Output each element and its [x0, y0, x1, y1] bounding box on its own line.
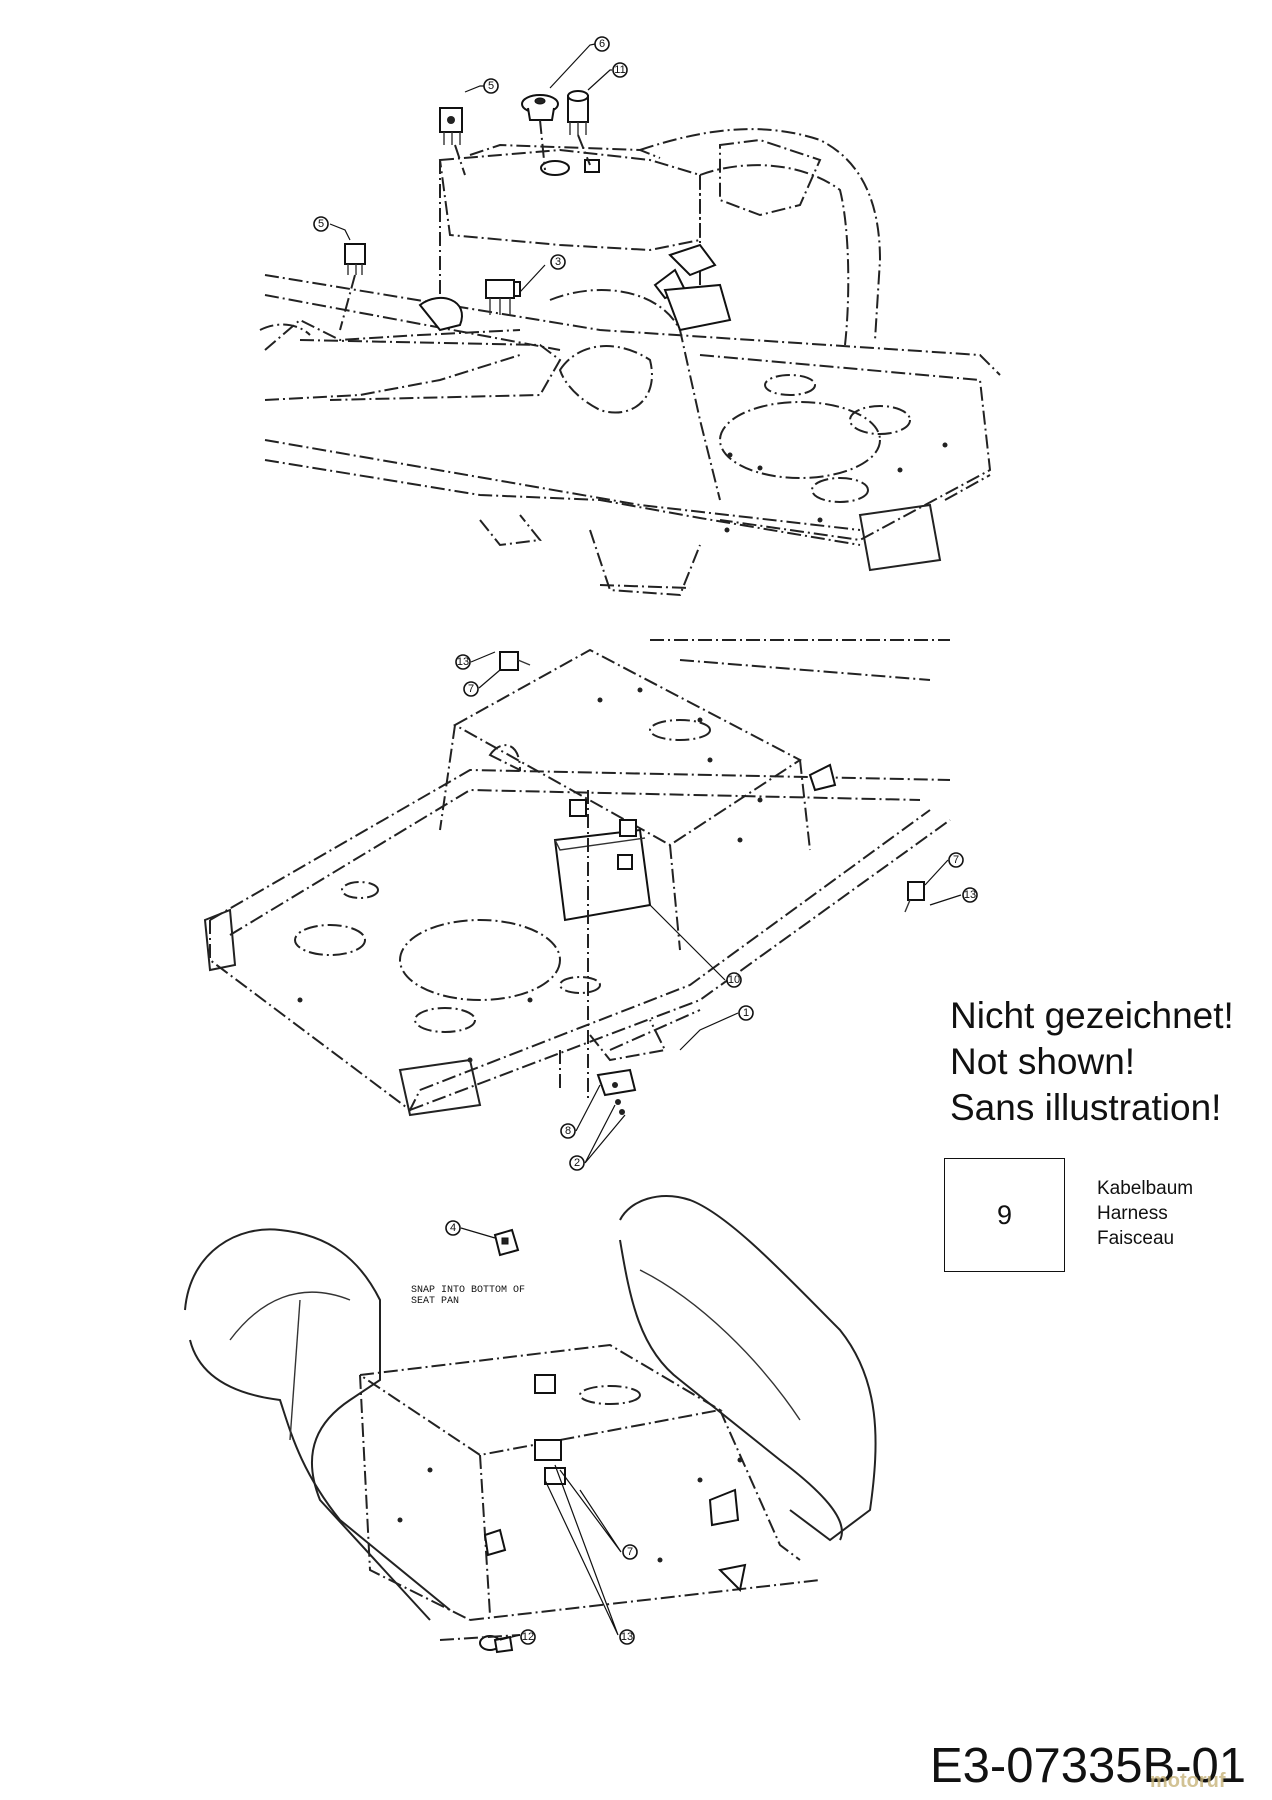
switch-part-11 — [567, 90, 589, 135]
switch-part-7-top — [499, 651, 531, 671]
callout-5-left: 5 — [313, 216, 351, 241]
harness-label-en: Harness — [1097, 1203, 1168, 1224]
svg-text:10: 10 — [728, 974, 740, 986]
callout-7-top: 7 — [463, 669, 501, 697]
switch-part-4 — [493, 1228, 520, 1257]
bracket-part-8 — [596, 1068, 637, 1115]
svg-text:5: 5 — [318, 218, 324, 230]
callout-13-bottom: 13 — [544, 1464, 635, 1645]
harness-label-fr: Faisceau — [1097, 1228, 1175, 1249]
harness-part-number: 9 — [996, 1199, 1013, 1230]
svg-text:12: 12 — [522, 1631, 534, 1643]
callout-7-bottom: 7 — [559, 1469, 638, 1560]
svg-text:5: 5 — [488, 80, 494, 92]
not-shown-note-de: Nicht gezeichnet! — [950, 995, 1234, 1036]
ignition-part-6 — [521, 94, 559, 121]
harness-part-box: 9 — [944, 1158, 1065, 1272]
callout-5-top: 5 — [464, 78, 499, 94]
watermark-logo: motoruf — [1150, 1770, 1226, 1792]
drawing-code: E3-07335B-01 — [930, 1739, 1247, 1793]
callout-8: 8 — [560, 1084, 601, 1139]
not-shown-note-fr: Sans illustration! — [950, 1087, 1222, 1128]
upper-frame-assembly — [259, 128, 1001, 597]
middle-frame-assembly — [203, 639, 951, 1117]
svg-text:13: 13 — [621, 1631, 633, 1643]
svg-text:4: 4 — [450, 1222, 456, 1234]
callout-4: 4 — [445, 1220, 496, 1239]
svg-text:1: 1 — [743, 1007, 749, 1019]
svg-text:6: 6 — [599, 38, 605, 50]
callout-12: 12 — [499, 1629, 536, 1645]
callout-7-right: 7 — [924, 852, 964, 886]
svg-text:8: 8 — [565, 1125, 571, 1137]
callout-1: 1 — [679, 1005, 754, 1051]
lower-fender-assembly — [184, 1195, 877, 1654]
svg-text:7: 7 — [953, 854, 959, 866]
snap-note-line-1: SNAP INTO BOTTOM OF — [411, 1285, 525, 1296]
callout-11: 11 — [587, 62, 628, 91]
callout-2: 2 — [569, 1104, 626, 1171]
callout-13-top: 13 — [455, 651, 496, 670]
svg-text:11: 11 — [614, 64, 625, 76]
not-shown-note-en: Not shown! — [950, 1041, 1136, 1082]
switch-part-5a — [439, 107, 463, 145]
svg-text:7: 7 — [468, 683, 474, 695]
svg-text:3: 3 — [555, 256, 561, 268]
callout-13-right: 13 — [929, 887, 978, 906]
switch-part-5b — [344, 243, 366, 275]
svg-text:13: 13 — [457, 656, 469, 668]
callout-3: 3 — [519, 254, 566, 293]
callout-10: 10 — [649, 904, 742, 988]
switch-part-7-right — [904, 881, 925, 913]
snap-into-seat-pan-note: SNAP INTO BOTTOM OF SEAT PAN — [411, 1285, 531, 1307]
callout-6: 6 — [549, 36, 610, 89]
svg-text:7: 7 — [627, 1546, 633, 1558]
relay-part-3 — [485, 279, 515, 315]
svg-text:2: 2 — [574, 1157, 580, 1169]
snap-note-line-2: SEAT PAN — [411, 1296, 459, 1307]
harness-label-de: Kabelbaum — [1097, 1178, 1194, 1199]
svg-text:13: 13 — [964, 889, 976, 901]
